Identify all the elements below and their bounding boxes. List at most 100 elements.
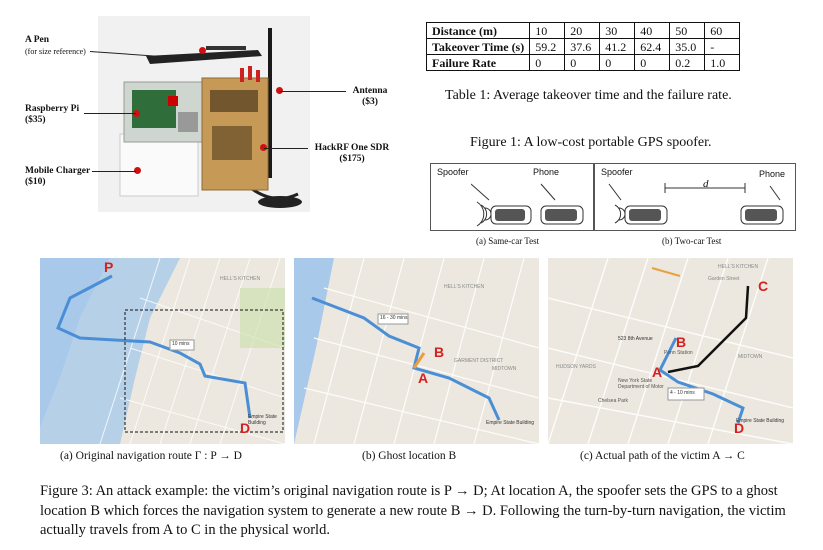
same-car-phone-label: Phone <box>533 167 560 177</box>
marker-d: D <box>240 420 251 436</box>
antenna-label: Antenna ($3) <box>348 86 392 108</box>
map-a-district-label: HELL'S KITCHEN <box>220 276 261 282</box>
map-a-drawing <box>40 258 285 444</box>
table-cell: Failure Rate <box>425 54 531 71</box>
same-car-diagram: Spoofer Phone <box>430 163 594 231</box>
table-row: Takeover Time (s) 59.2 37.6 41.2 62.4 35… <box>425 38 741 55</box>
distance-label: d <box>703 178 709 190</box>
map-b-drawing <box>294 258 539 444</box>
table-cell: 0.2 <box>669 54 706 71</box>
marker-b: B <box>434 344 445 360</box>
figure3-caption: Figure 3: An attack example: the victim’… <box>40 483 786 538</box>
two-car-phone-label: Phone <box>759 169 786 179</box>
map-b-caption: (b) Ghost location B <box>362 450 457 462</box>
table-header-cell: 40 <box>634 22 671 39</box>
table-cell: 62.4 <box>634 38 671 55</box>
marker-b: B <box>676 334 687 350</box>
table-header-cell: 20 <box>564 22 601 39</box>
map-c-hudson-label: HUDSON YARDS <box>556 364 596 370</box>
antenna-label-price: ($3) <box>362 97 378 107</box>
table-cell: - <box>704 38 741 55</box>
table-header-cell: Distance (m) <box>425 22 531 39</box>
table-header-cell: 60 <box>704 22 741 39</box>
table-cell: 59.2 <box>529 38 566 55</box>
map-c-eta-label: 4 - 10 mins <box>670 390 695 396</box>
map-a-landmark-label: Empire State Building <box>248 414 277 426</box>
map-c-district-label: HELL'S KITCHEN <box>718 264 759 270</box>
map-original-route: P D HELL'S KITCHEN Empire State Building… <box>40 258 285 444</box>
map-b-midtown-label: MIDTOWN <box>492 366 517 372</box>
two-car-caption: (b) Two-car Test <box>662 236 722 246</box>
table-row: Failure Rate 0 0 0 0 0.2 1.0 <box>425 54 741 71</box>
hackrf-marker-dot <box>260 144 267 151</box>
pen-label-note: (for size reference) <box>25 47 86 56</box>
antenna-label-text: Antenna <box>352 86 388 96</box>
map-c-park-label: Chelsea Park <box>598 398 629 404</box>
table-header-cell: 30 <box>599 22 636 39</box>
map-c-penn-label: Penn Station <box>664 350 693 356</box>
rpi-label-text: Raspberry Pi <box>25 104 80 114</box>
table-cell: 0 <box>529 54 566 71</box>
table-cell: 1.0 <box>704 54 741 71</box>
map-c-midtown-label: MIDTOWN <box>738 354 763 360</box>
charger-leader-line <box>92 171 136 172</box>
marker-a: A <box>418 370 429 386</box>
rpi-marker-dot <box>133 110 140 117</box>
charger-marker-dot <box>134 167 141 174</box>
marker-d: D <box>734 420 745 436</box>
table-header-cell: 50 <box>669 22 706 39</box>
map-b-district-label: HELL'S KITCHEN <box>444 284 485 290</box>
table-header-cell: 10 <box>529 22 566 39</box>
map-a-eta-label: 10 mins <box>172 341 190 347</box>
marker-a: A <box>652 364 663 380</box>
figure1-caption: Figure 1: A low-cost portable GPS spoofe… <box>470 135 712 150</box>
spoofer-photo <box>98 16 310 212</box>
map-c-dmv-label: New York State Department of Motor <box>618 378 664 390</box>
takeover-table: Distance (m) 10 20 30 40 50 60 Takeover … <box>425 22 741 71</box>
two-car-spoofer-label: Spoofer <box>601 167 633 177</box>
rpi-label-price: ($35) <box>25 115 46 125</box>
antenna-marker-dot <box>276 87 283 94</box>
hackrf-leader-line <box>264 148 308 149</box>
map-c-landmark-label: Empire State Building <box>736 418 785 424</box>
map-b-landmark-label: Empire State Building <box>486 420 535 426</box>
marker-c: C <box>758 278 769 294</box>
table-header-row: Distance (m) 10 20 30 40 50 60 <box>425 22 741 39</box>
pen-label-text: A Pen <box>25 35 50 45</box>
map-ghost-location: B A HELL'S KITCHEN GARMENT DISTRICT MIDT… <box>294 258 539 444</box>
same-car-caption: (a) Same-car Test <box>476 236 540 246</box>
spoofer-photo-drawing <box>98 16 310 212</box>
map-c-drawing <box>548 258 793 444</box>
hackrf-label-price: ($175) <box>339 154 365 164</box>
table-cell: 41.2 <box>599 38 636 55</box>
map-c-address-label: 523 8th Avenue <box>618 336 653 342</box>
map-actual-path: C B A D HELL'S KITCHEN Garden Street 523… <box>548 258 793 444</box>
table-cell: 0 <box>634 54 671 71</box>
charger-label-price: ($10) <box>25 177 46 187</box>
same-car-spoofer-label: Spoofer <box>437 167 469 177</box>
marker-p: P <box>104 259 114 275</box>
map-c-caption: (c) Actual path of the victim A → C <box>580 450 745 462</box>
pen-marker-dot <box>199 47 206 54</box>
table-cell: 37.6 <box>564 38 601 55</box>
pen-label: A Pen (for size reference) <box>25 35 86 58</box>
table-cell: 0 <box>599 54 636 71</box>
table-cell: 35.0 <box>669 38 706 55</box>
rpi-label: Raspberry Pi ($35) <box>25 104 79 126</box>
two-car-diagram: Spoofer Phone d <box>594 163 796 231</box>
same-car-drawing <box>471 183 584 227</box>
hackrf-label-text: HackRF One SDR <box>314 143 390 153</box>
map-b-eta-label: 16 - 30 mins <box>380 315 408 321</box>
charger-label-text: Mobile Charger <box>25 166 91 176</box>
two-car-drawing <box>608 183 784 225</box>
rpi-leader-line <box>84 113 136 114</box>
map-a-caption: (a) Original navigation route Γ : P → D <box>60 450 242 462</box>
charger-label: Mobile Charger ($10) <box>25 166 90 188</box>
table-cell: 0 <box>564 54 601 71</box>
map-c-street-label: Garden Street <box>708 276 740 282</box>
map-b-garment-label: GARMENT DISTRICT <box>454 358 504 364</box>
hackrf-label: HackRF One SDR ($175) <box>308 143 396 165</box>
table1-caption: Table 1: Average takeover time and the f… <box>445 88 732 103</box>
table-cell: Takeover Time (s) <box>425 38 531 55</box>
antenna-leader-line <box>280 91 346 92</box>
